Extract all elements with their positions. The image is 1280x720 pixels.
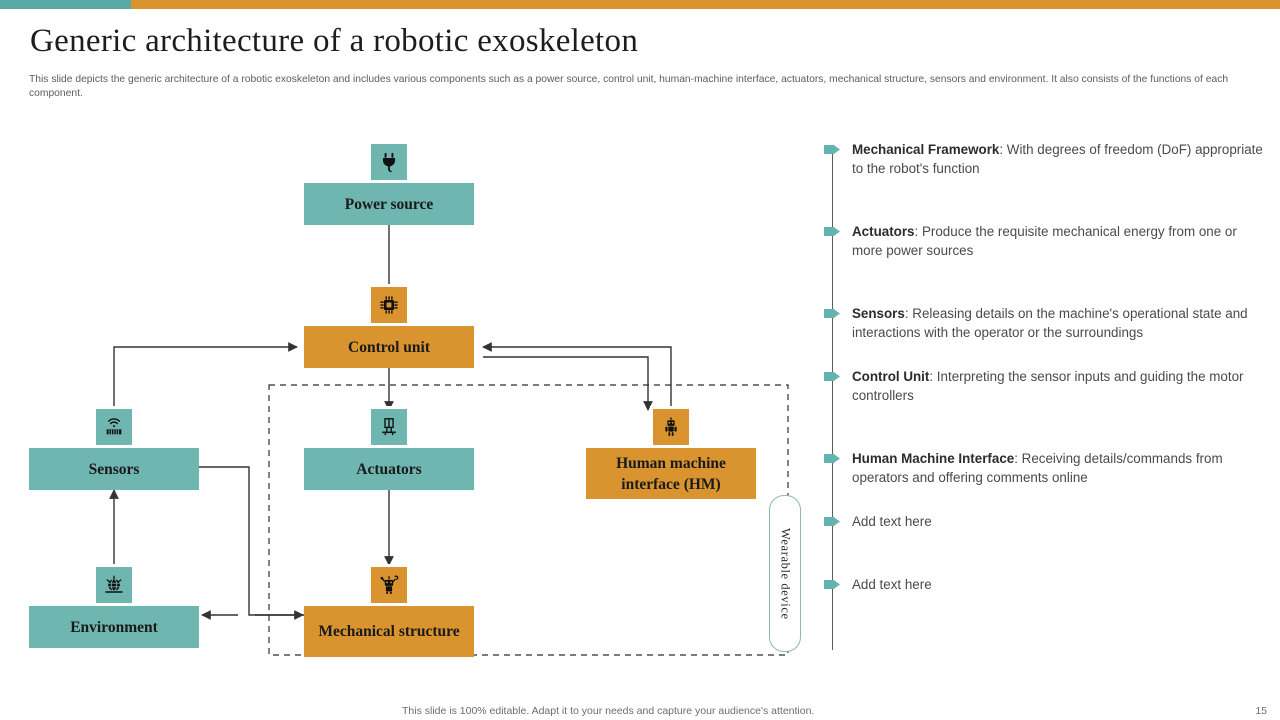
node-power-source-label: Power source [344, 195, 434, 213]
list-item-rest: : Releasing details on the machine's ope… [852, 306, 1248, 340]
power-plug-icon [371, 144, 407, 180]
node-power-source[interactable]: Power source [304, 183, 474, 225]
robot-person-icon [653, 409, 689, 445]
page-subtitle: This slide depicts the generic architect… [29, 74, 1229, 99]
list-item[interactable]: Add text here [824, 575, 1264, 594]
list-item-text: Human Machine Interface: Receiving detai… [852, 449, 1264, 487]
wearable-device-text: Wearable device [778, 527, 793, 620]
node-actuators[interactable]: Actuators [304, 448, 474, 490]
actuator-piston-icon [371, 409, 407, 445]
arrow-bullet-icon [824, 370, 841, 383]
wearable-device-label: Wearable device [769, 495, 801, 652]
list-item[interactable]: Control Unit: Interpreting the sensor in… [824, 367, 1264, 405]
node-mechanical-structure[interactable]: Mechanical structure [304, 606, 474, 657]
list-item-text: Sensors: Releasing details on the machin… [852, 304, 1264, 342]
node-actuators-label: Actuators [356, 460, 422, 478]
page-number: 15 [1255, 705, 1267, 717]
list-item-rest: Add text here [852, 577, 932, 592]
arrow-bullet-icon [824, 452, 841, 465]
list-item[interactable]: Actuators: Produce the requisite mechani… [824, 222, 1264, 260]
sensor-signal-icon-wrap [93, 406, 135, 448]
list-item-rest: : Produce the requisite mechanical energ… [852, 224, 1237, 258]
node-control-unit-label: Control unit [348, 338, 430, 356]
diagram-connectors [109, 225, 789, 656]
list-item-rest: Add text here [852, 514, 932, 529]
footer-note: This slide is 100% editable. Adapt it to… [402, 705, 815, 717]
accent-segment-teal [0, 0, 131, 9]
list-item-rest: : Receiving details/commands from operat… [852, 451, 1223, 485]
robot-person-icon-wrap [650, 406, 692, 448]
robot-arms-icon [371, 567, 407, 603]
arrow-bullet-icon [824, 515, 841, 528]
list-item-text: Add text here [852, 575, 932, 594]
arrow-bullet-icon [824, 307, 841, 320]
node-mechanical-structure-label: Mechanical structure [318, 623, 460, 640]
arrow-bullet-icon [824, 143, 841, 156]
node-environment[interactable]: Environment [29, 606, 199, 648]
list-item-text: Mechanical Framework: With degrees of fr… [852, 140, 1264, 178]
node-sensors[interactable]: Sensors [29, 448, 199, 490]
list-item-rest: : Interpreting the sensor inputs and gui… [852, 369, 1244, 403]
sensor-signal-icon [96, 409, 132, 445]
list-item-text: Control Unit: Interpreting the sensor in… [852, 367, 1264, 405]
list-item-rest: : With degrees of freedom (DoF) appropri… [852, 142, 1263, 176]
robot-arms-icon-wrap [368, 564, 410, 606]
arrow-bullet-icon [824, 578, 841, 591]
globe-environment-icon-wrap [93, 564, 135, 606]
list-item-lead: Human Machine Interface [852, 451, 1015, 466]
microchip-icon [371, 287, 407, 323]
actuator-piston-icon-wrap [368, 406, 410, 448]
list-item-lead: Actuators [852, 224, 915, 239]
list-item[interactable]: Sensors: Releasing details on the machin… [824, 304, 1264, 342]
node-sensors-label: Sensors [88, 460, 140, 478]
list-item[interactable]: Human Machine Interface: Receiving detai… [824, 449, 1264, 487]
power-plug-icon-wrap [368, 141, 410, 183]
microchip-icon-wrap [368, 284, 410, 326]
list-item[interactable]: Mechanical Framework: With degrees of fr… [824, 140, 1264, 178]
node-control-unit[interactable]: Control unit [304, 326, 474, 368]
page-title: Generic architecture of a robotic exoske… [30, 23, 639, 59]
arrow-bullet-icon [824, 225, 841, 238]
node-human-machine-interface[interactable]: Human machine interface (HM) [586, 448, 756, 499]
node-human-machine-interface-label: Human machine interface (HM) [616, 454, 726, 493]
list-item[interactable]: Add text here [824, 512, 1264, 531]
list-item-lead: Sensors [852, 306, 905, 321]
globe-environment-icon [96, 567, 132, 603]
architecture-diagram: Power source Control unit [0, 110, 810, 680]
node-environment-label: Environment [70, 618, 158, 636]
list-item-text: Actuators: Produce the requisite mechani… [852, 222, 1264, 260]
bullet-rail [832, 152, 833, 650]
top-accent-bar [0, 0, 1280, 9]
list-item-text: Add text here [852, 512, 932, 531]
list-item-lead: Control Unit [852, 369, 930, 384]
bullet-list: Mechanical Framework: With degrees of fr… [824, 140, 1264, 594]
accent-segment-orange [131, 0, 1280, 9]
list-item-lead: Mechanical Framework [852, 142, 1000, 157]
